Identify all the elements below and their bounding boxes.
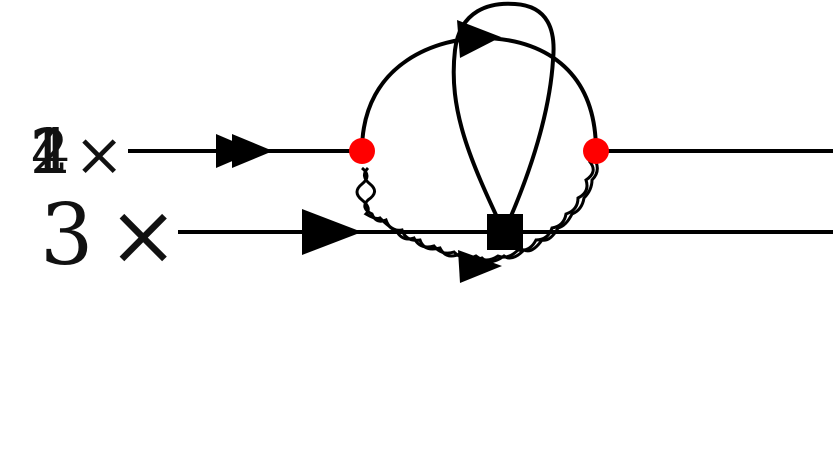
wavy-lower-arc [355, 142, 601, 263]
right-red-vertex [583, 138, 609, 164]
bottom-arrow [302, 209, 362, 255]
left-red-vertex [349, 138, 375, 164]
top-multiplicity-digit-4: 4 [31, 115, 70, 188]
square-vertex [487, 214, 523, 250]
bottom-multiplicity-digit: 3 [40, 186, 93, 284]
top-multiplicity-digit-1: 1 [28, 115, 67, 188]
upper-arc-arrow [457, 20, 501, 58]
top-double-arrow-front [232, 134, 273, 168]
top-multiplicity-digit-2: 2 [30, 115, 69, 188]
upper-arc [360, 35, 598, 152]
top-times-sign: × [74, 120, 124, 190]
lower-arc-arrow [458, 250, 502, 283]
bottom-times-sign: × [108, 186, 178, 284]
self-energy-loop [451, 1, 556, 233]
